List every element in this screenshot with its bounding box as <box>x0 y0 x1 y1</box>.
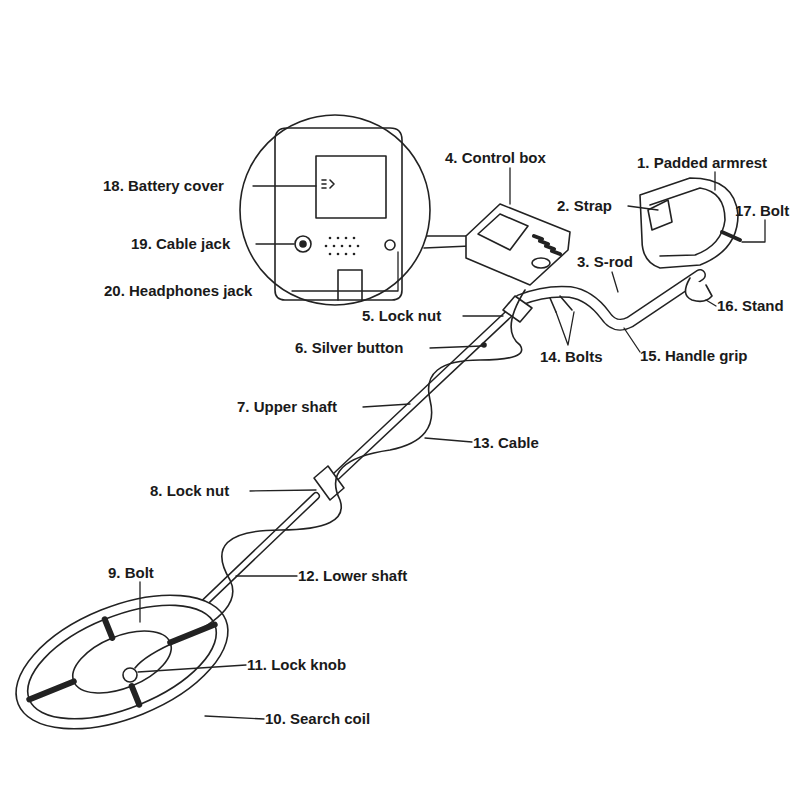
leader-line <box>253 185 316 186</box>
leader-line <box>714 172 715 190</box>
leader-lines <box>138 168 765 719</box>
search-coil <box>0 568 247 756</box>
inset-connector <box>427 235 466 237</box>
coil-outer <box>0 568 247 756</box>
control-button <box>532 258 550 268</box>
leader-line <box>430 346 482 348</box>
padded-armrest <box>640 178 738 268</box>
part-label: 6. Silver button <box>295 339 403 357</box>
stand <box>685 278 712 301</box>
grille-hole <box>349 245 352 248</box>
leader-line <box>624 328 640 352</box>
grille-hole <box>329 253 332 256</box>
leader-line <box>706 300 716 306</box>
upper-shaft-outline <box>330 308 515 482</box>
part-label: 17. Bolt <box>735 202 789 220</box>
leader-line <box>628 206 658 210</box>
strap <box>648 200 672 230</box>
leader-line <box>256 243 294 244</box>
part-label: 15. Handle grip <box>640 347 748 365</box>
part-label: 10. Search coil <box>265 710 370 728</box>
control-box-back <box>275 128 402 300</box>
leader-line <box>205 716 264 719</box>
leader-line <box>138 665 246 672</box>
silver-button <box>482 343 486 347</box>
leader-line <box>612 272 618 292</box>
leader-line <box>139 582 140 622</box>
part-label: 8. Lock nut <box>150 482 229 500</box>
control-buttons <box>534 236 560 254</box>
part-label: 4. Control box <box>445 149 546 167</box>
leader-line <box>742 220 765 242</box>
part-label: 2. Strap <box>557 197 612 215</box>
lock-knob <box>123 668 137 682</box>
part-label: 20. Headphones jack <box>104 282 252 300</box>
grille-hole <box>353 253 356 256</box>
headphones-jack <box>385 240 395 250</box>
part-label: 3. S-rod <box>577 253 633 271</box>
leader-line <box>236 575 297 576</box>
leader-line <box>463 315 503 316</box>
leader-line <box>363 404 410 407</box>
grille-hole <box>337 253 340 256</box>
coil-spokes <box>12 582 232 742</box>
control-box <box>466 204 570 285</box>
armrest-inner <box>650 188 725 256</box>
grille-hole <box>329 237 332 240</box>
inset-connector <box>424 246 470 248</box>
part-label: 18. Battery cover <box>103 177 224 195</box>
part-label: 9. Bolt <box>108 564 154 582</box>
s-rod-outline <box>520 275 700 325</box>
part-label: 5. Lock nut <box>362 307 441 325</box>
grille-hole <box>337 237 340 240</box>
grille-hole <box>357 245 360 248</box>
inset-circle <box>240 115 430 305</box>
grille-hole <box>341 245 344 248</box>
part-label: 1. Padded armrest <box>637 154 767 172</box>
cable-jack <box>295 236 311 252</box>
grille-hole <box>333 245 336 248</box>
leader-line <box>250 490 316 491</box>
coil-inner <box>12 582 232 742</box>
speaker-grille <box>325 237 360 256</box>
cable-jack-pin <box>300 241 306 247</box>
grille-hole <box>353 237 356 240</box>
leader-line <box>292 252 398 291</box>
bolt <box>722 232 740 240</box>
battery-cover-arrow <box>322 180 334 188</box>
s-rod-fill <box>520 275 700 325</box>
part-label: 16. Stand <box>717 297 784 315</box>
battery-cover <box>316 156 386 218</box>
upper-shaft-fill <box>330 308 515 482</box>
shaft-socket <box>338 270 362 300</box>
part-label: 19. Cable jack <box>131 235 230 253</box>
part-label: 14. Bolts <box>540 348 603 366</box>
part-label: 7. Upper shaft <box>237 398 337 416</box>
grille-hole <box>345 253 348 256</box>
part-label: 13. Cable <box>473 434 539 452</box>
leader-line <box>425 438 472 442</box>
grille-hole <box>325 245 328 248</box>
lcd-screen <box>478 214 528 250</box>
leader-line <box>509 168 510 204</box>
coil-hub <box>64 618 180 705</box>
lock-nut <box>503 296 532 322</box>
leader-line <box>556 312 574 345</box>
part-label: 12. Lower shaft <box>298 567 407 585</box>
cable <box>135 290 525 668</box>
grille-hole <box>345 237 348 240</box>
bolts <box>550 296 572 312</box>
part-label: 11. Lock knob <box>247 656 346 674</box>
